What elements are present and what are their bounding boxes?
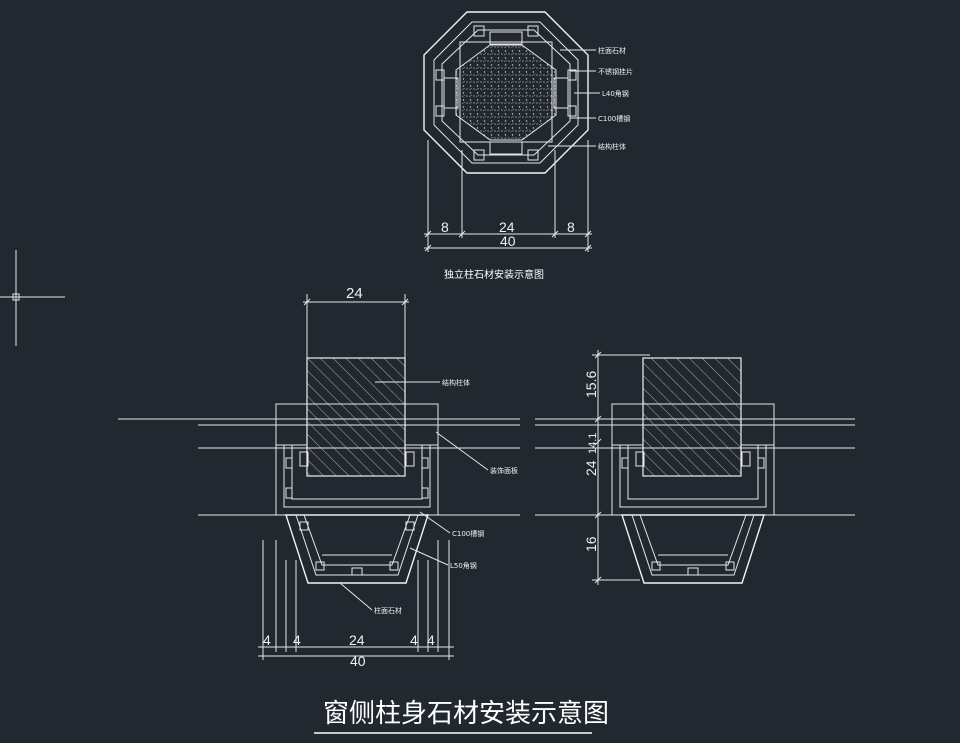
label-left-angle: L50角钢 — [450, 561, 477, 570]
dim-left-c: 4 — [410, 632, 418, 648]
dim-right-small: 14.1 — [587, 433, 599, 454]
dim-top-right: 8 — [567, 219, 575, 235]
label-structural-column: 结构柱体 — [598, 142, 626, 151]
top-view-dimensions — [424, 140, 592, 252]
dim-left-a: 4 — [263, 632, 271, 648]
label-left-stone: 柱面石材 — [374, 606, 402, 615]
dim-right-bottom: 16 — [583, 536, 599, 552]
dim-left-d: 4 — [427, 632, 435, 648]
label-angle-steel: L40角钢 — [602, 89, 629, 98]
dim-top-middle: 24 — [499, 219, 515, 235]
left-section-drawing — [258, 294, 489, 660]
label-left-panel: 装饰面板 — [490, 466, 518, 475]
dim-left-middle: 24 — [349, 632, 365, 648]
label-left-channel: C100槽钢 — [452, 529, 484, 538]
floor-lines — [118, 418, 855, 516]
top-view-octagon — [423, 11, 589, 174]
label-left-column: 结构柱体 — [442, 378, 470, 387]
dim-left-top: 24 — [346, 285, 363, 302]
main-title: 窗侧柱身石材安装示意图 — [323, 699, 609, 729]
dim-left-b: 4 — [293, 632, 301, 648]
dim-left-total: 40 — [350, 653, 366, 669]
label-stone-facing: 柱面石材 — [598, 46, 626, 55]
right-section-drawing — [592, 350, 775, 585]
dim-right-mid: 24 — [583, 460, 599, 476]
dim-top-total: 40 — [500, 233, 516, 249]
dim-right-top: 15.6 — [583, 371, 599, 398]
label-channel-steel: C100槽钢 — [598, 114, 630, 123]
dim-top-left: 8 — [441, 219, 449, 235]
label-stainless-hanger: 不锈钢挂片 — [598, 67, 633, 76]
cad-crosshair-icon — [0, 250, 65, 346]
top-view-title: 独立柱石材安装示意图 — [444, 268, 544, 281]
